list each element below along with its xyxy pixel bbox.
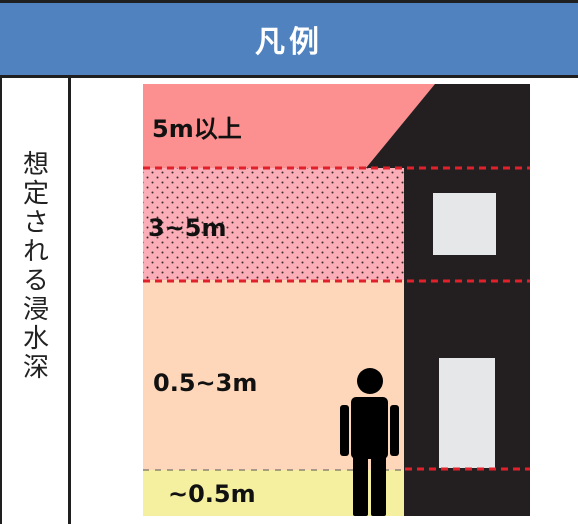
- house-window-lower: [439, 358, 495, 468]
- side-label: 想定される浸水深: [18, 150, 49, 382]
- band-label-5m-plus: 5m以上: [152, 115, 242, 143]
- legend-title: 凡例: [255, 25, 323, 60]
- left-border: [0, 78, 2, 524]
- legend-header: 凡例: [0, 0, 578, 78]
- person-icon: [340, 368, 399, 516]
- house-icon: [366, 84, 530, 516]
- band-label-under-05m: ~0.5m: [168, 480, 256, 508]
- column-divider: [68, 78, 71, 524]
- band-label-05-3m: 0.5~3m: [153, 369, 257, 397]
- band-label-3-5m: 3~5m: [148, 214, 227, 242]
- house-window-upper: [433, 193, 496, 255]
